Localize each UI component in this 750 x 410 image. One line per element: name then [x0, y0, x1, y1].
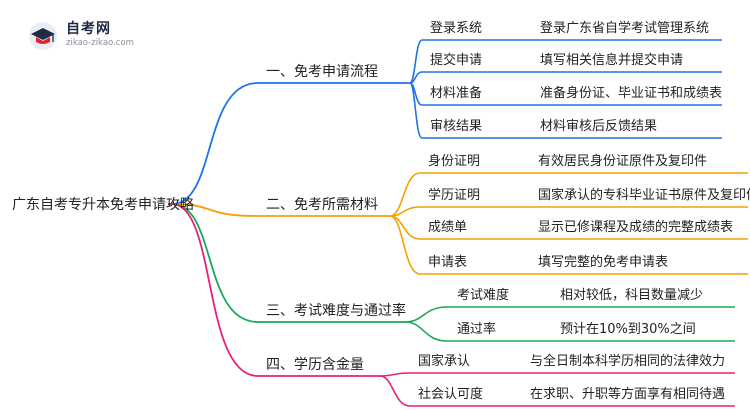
child-node-description: 与全日制本科学历相同的法律效力 — [530, 353, 725, 369]
branch-connector — [171, 203, 259, 377]
child-node-label: 学历证明 — [428, 187, 480, 203]
branch-label: 二、免考所需材料 — [266, 197, 378, 213]
mind-map-nodes: 广东自考专升本免考申请攻略 一、免考申请流程 登录系统 登录广东省自学考试管理系统提… — [12, 20, 750, 402]
child-node-label: 材料准备 — [430, 85, 482, 101]
child-connector — [404, 306, 448, 323]
logo-url: zikao-zikao.com — [66, 38, 134, 48]
child-connector — [409, 82, 423, 139]
branch-connector — [171, 203, 259, 323]
child-node-label: 审核结果 — [430, 119, 482, 134]
branch-label: 一、免考申请流程 — [266, 64, 378, 80]
child-node-label: 国家承认 — [418, 353, 470, 369]
root-node-label: 广东自考专升本免考申请攻略 — [12, 197, 194, 213]
child-node-description: 在求职、升职等方面享有相同待遇 — [530, 386, 725, 402]
child-node-label: 提交申请 — [430, 52, 482, 68]
branch-label: 四、学历含金量 — [266, 357, 364, 373]
child-node-description: 准备身份证、毕业证书和成绩表 — [540, 85, 722, 101]
child-node-description: 材料审核后反馈结果 — [540, 119, 657, 134]
child-node-description: 相对较低，科目数量减少 — [560, 288, 703, 303]
branch-label: 三、考试难度与通过率 — [266, 302, 406, 319]
child-connector — [379, 372, 411, 377]
child-node-label: 申请表 — [428, 255, 467, 270]
child-node-label: 登录系统 — [430, 21, 482, 36]
child-node-description: 国家承认的专科毕业证书原件及复印件 — [538, 187, 750, 203]
child-node-label: 考试难度 — [457, 287, 509, 303]
site-logo: 自考网 zikao-zikao.com — [28, 17, 148, 53]
child-node-label: 成绩单 — [428, 220, 467, 235]
child-node-description: 填写相关信息并提交申请 — [540, 52, 683, 68]
connector-lines — [168, 39, 748, 407]
child-node-label: 社会认可度 — [418, 386, 483, 402]
child-node-description: 有效居民身份证原件及复印件 — [538, 153, 707, 169]
child-connector — [389, 172, 421, 217]
child-node-label: 通过率 — [457, 321, 496, 337]
child-node-label: 身份证明 — [428, 153, 480, 169]
child-connector — [389, 215, 421, 275]
child-node-description: 登录广东省自学考试管理系统 — [540, 20, 709, 36]
logo-title: 自考网 — [66, 21, 111, 37]
child-node-description: 填写完整的免考申请表 — [538, 254, 668, 270]
child-node-description: 显示已修课程及成绩的完整成绩表 — [538, 219, 733, 235]
child-node-description: 预计在10%到30%之间 — [560, 322, 696, 337]
graduation-cap-icon — [29, 22, 57, 50]
child-connector — [404, 321, 448, 342]
branch-connector — [171, 203, 259, 217]
child-connector — [409, 39, 423, 84]
branch-connector — [171, 82, 259, 205]
child-connector — [379, 375, 411, 407]
